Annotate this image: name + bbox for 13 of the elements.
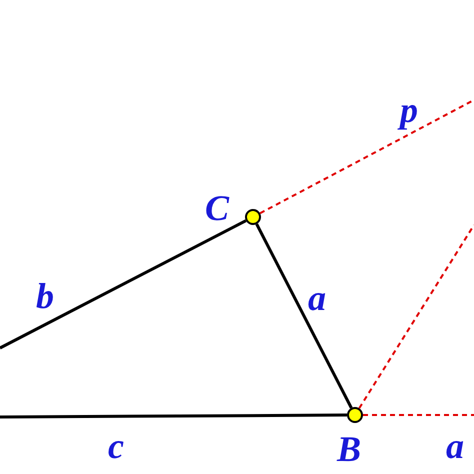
- side-label: p: [400, 92, 418, 128]
- dashed-line: [260, 99, 474, 214]
- vertex-label: B: [337, 431, 362, 467]
- side-label: c: [108, 428, 124, 464]
- vertex-label: C: [205, 190, 230, 226]
- triangle-side: [0, 414, 347, 418]
- dashed-line: [363, 414, 474, 416]
- side-label: a: [308, 280, 326, 316]
- dashed-line: [358, 224, 474, 409]
- triangle-side: [0, 219, 247, 350]
- side-label: a: [446, 428, 464, 464]
- side-label: b: [36, 278, 54, 314]
- triangle-side: [255, 223, 353, 409]
